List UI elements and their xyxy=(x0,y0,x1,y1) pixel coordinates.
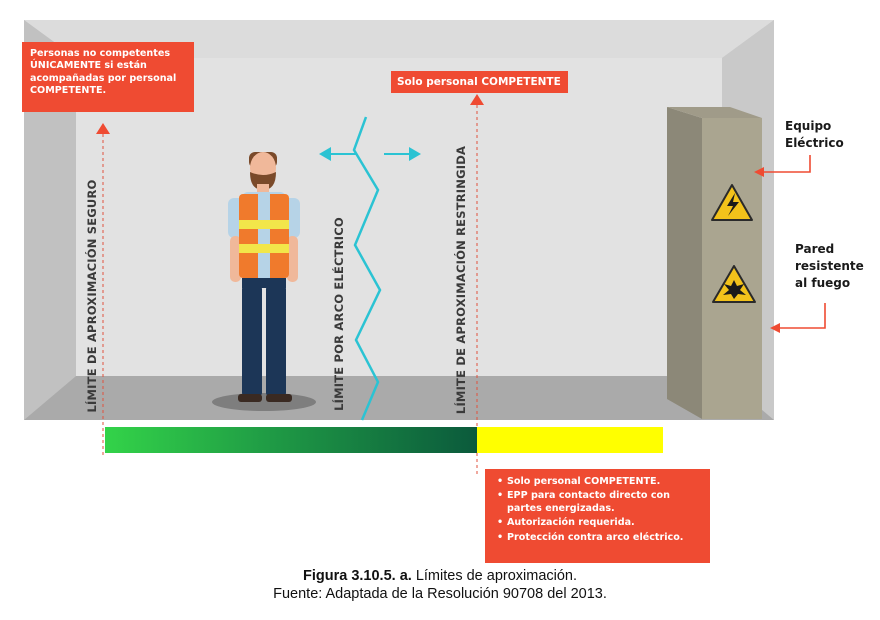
label-line: Pared xyxy=(795,242,835,256)
non-competent-note: Personas no competentes ÚNICAMENTE si es… xyxy=(22,42,194,112)
safe-limit-line xyxy=(96,123,110,456)
fire-wall-label: Pared resistente al fuego xyxy=(795,241,864,292)
electrical-cabinet xyxy=(667,107,762,419)
restricted-limit-text: LÍMITE DE APROXIMACIÓN RESTRINGIDA xyxy=(454,145,468,415)
requirement-line: partes energizadas. xyxy=(507,502,615,514)
label-line: Eléctrico xyxy=(785,136,844,150)
zone-bar-gradient xyxy=(105,427,477,453)
worker-figure xyxy=(212,152,316,411)
figure-source: Fuente: Adaptada de la Resolución 90708 … xyxy=(273,586,607,602)
requirement-line: EPP para contacto directo con xyxy=(507,490,670,502)
restricted-limit-line xyxy=(470,94,484,474)
requirement-line: Autorización requerida. xyxy=(507,517,635,529)
restricted-requirements-note: Solo personal COMPETENTE. EPP para conta… xyxy=(485,469,710,563)
requirement-item: Protección contra arco eléctrico. xyxy=(497,531,702,545)
figure-number: Figura 3.10.5. a. xyxy=(302,568,412,584)
double-arrow-icon xyxy=(319,147,421,161)
safe-limit-text: LÍMITE DE APROXIMACIÓN SEGURO xyxy=(85,179,99,413)
equipo-pointer-arrow xyxy=(754,155,811,177)
explosion-hazard-icon xyxy=(712,265,756,303)
figure-caption: Figura 3.10.5. a. Límites de aproximació… xyxy=(0,567,880,603)
note-line: ÚNICAMENTE si están xyxy=(30,60,147,72)
zone-bar-yellow xyxy=(477,427,663,453)
requirement-item: Solo personal COMPETENTE. xyxy=(497,476,702,489)
requirement-item: Autorización requerida. xyxy=(497,517,702,530)
electrical-equipment-label: Equipo Eléctrico xyxy=(785,118,844,152)
caption-title-line: Figura 3.10.5. a. Límites de aproximació… xyxy=(0,567,880,585)
label-line: Equipo xyxy=(785,119,832,133)
arc-limit-text: LÍMITE POR ARCO ELÉCTRICO xyxy=(332,217,346,411)
note-line: acompañadas por personal xyxy=(30,72,177,84)
requirement-line: Protección contra arco eléctrico. xyxy=(507,531,684,543)
requirements-list: Solo personal COMPETENTE. EPP para conta… xyxy=(497,476,702,544)
note-line: COMPETENTE. xyxy=(30,85,107,97)
competent-only-note: Solo personal COMPETENTE xyxy=(391,71,568,93)
high-voltage-icon xyxy=(711,184,753,221)
requirement-item: EPP para contacto directo con partes ene… xyxy=(497,490,702,515)
figure-title: Límites de aproximación. xyxy=(415,568,578,584)
note-line: Personas no competentes xyxy=(30,48,171,59)
label-line: al fuego xyxy=(795,276,851,290)
arc-boundary-zigzag xyxy=(352,116,382,421)
pared-pointer-arrow xyxy=(770,303,826,333)
label-line: resistente xyxy=(795,259,864,273)
requirement-line: Solo personal COMPETENTE. xyxy=(507,476,661,487)
